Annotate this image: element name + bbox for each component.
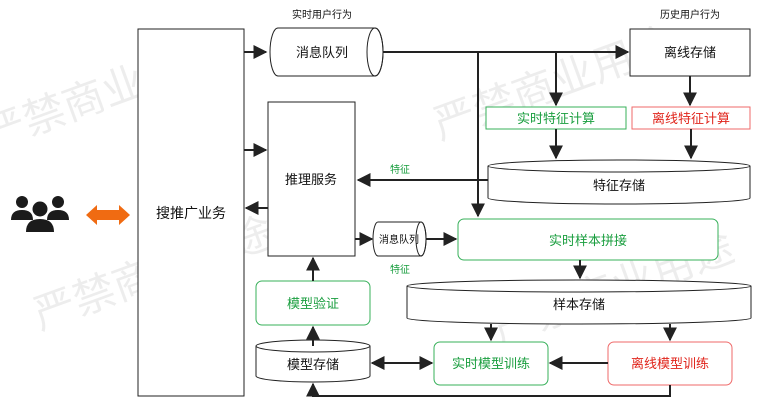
message-queue-small [372,221,427,257]
users-group-icon [11,196,69,232]
search-rec-ads-label: 搜推广业务 [156,206,226,222]
message-queue-small-label: 消息队列 [379,233,419,246]
inference-service-label: 推理服务 [285,172,337,188]
realtime-sample-join-box [457,218,719,261]
offline-storage-label: 离线存储 [664,45,716,61]
arrow-offline-training-to-model-storage [306,382,671,397]
sample-storage-cylinder [406,279,752,325]
realtime-model-training-box [433,341,549,386]
search-rec-ads-box [137,28,245,397]
model-storage-cylinder [255,339,371,383]
bidirectional-arrow-icon [86,205,130,225]
connector-group [244,45,698,397]
feature-edge-label-lower: 特征 [390,264,410,276]
realtime-model-training-label: 实时模型训练 [452,357,530,372]
realtime-feature-compute-label: 实时特征计算 [517,112,595,127]
realtime-sample-join-label: 实时样本拼接 [549,233,627,249]
realtime-user-behavior-label: 实时用户行为 [292,8,352,21]
message-queue-top-label: 消息队列 [296,45,348,61]
model-storage-label: 模型存储 [287,358,339,373]
inference-service-box [267,101,356,257]
model-validation-label: 模型验证 [287,296,339,312]
feature-storage-label: 特征存储 [593,179,645,194]
history-user-behavior-label: 历史用户行为 [660,8,720,21]
offline-feature-compute-label: 离线特征计算 [652,111,730,127]
sample-storage-label: 样本存储 [553,298,605,313]
feature-storage-cylinder [487,159,751,205]
feature-edge-label-upper: 特征 [390,164,410,176]
offline-model-training-label: 离线模型训练 [631,356,709,372]
